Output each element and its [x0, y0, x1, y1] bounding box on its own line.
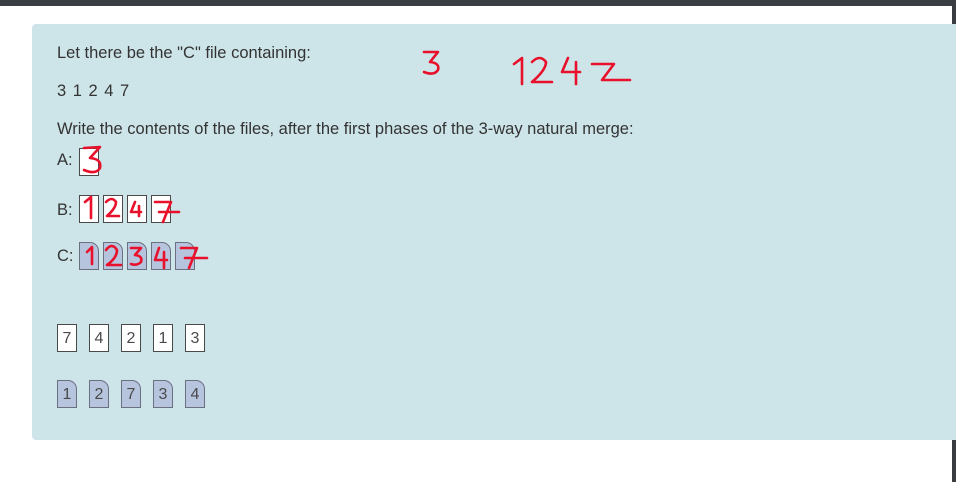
record-tile[interactable]: 7 [121, 380, 141, 408]
file-a-label: A: [57, 151, 73, 169]
question-panel: Let there be the "C" file containing: 3 … [32, 24, 956, 440]
file-c-sequence: 3 1 2 4 7 [57, 82, 131, 100]
handwritten-1247-annotation [512, 56, 632, 86]
record-tile[interactable]: 3 [153, 380, 173, 408]
file-c-slot[interactable] [151, 242, 171, 270]
handwritten-b-1247 [83, 195, 181, 224]
palette-tile[interactable]: 4 [89, 324, 109, 352]
question-intro: Let there be the "C" file containing: [57, 44, 311, 62]
palette-tile[interactable]: 7 [57, 324, 77, 352]
page: Let there be the "C" file containing: 3 … [0, 6, 956, 482]
palette-tile[interactable]: 1 [153, 324, 173, 352]
handwritten-3-annotation [422, 50, 440, 75]
record-tile[interactable]: 1 [57, 380, 77, 408]
file-b-label: B: [57, 201, 73, 219]
palette-tile[interactable]: 3 [185, 324, 205, 352]
file-c-label: C: [57, 247, 74, 265]
palette-tile[interactable]: 2 [121, 324, 141, 352]
question-instruction: Write the contents of the files, after t… [57, 120, 634, 138]
handwritten-c-12347 [85, 244, 209, 270]
record-tile[interactable]: 2 [89, 380, 109, 408]
record-tile[interactable]: 4 [185, 380, 205, 408]
file-b-slot[interactable] [127, 195, 147, 223]
file-c-slot[interactable] [79, 242, 99, 270]
handwritten-a-3 [82, 145, 102, 174]
